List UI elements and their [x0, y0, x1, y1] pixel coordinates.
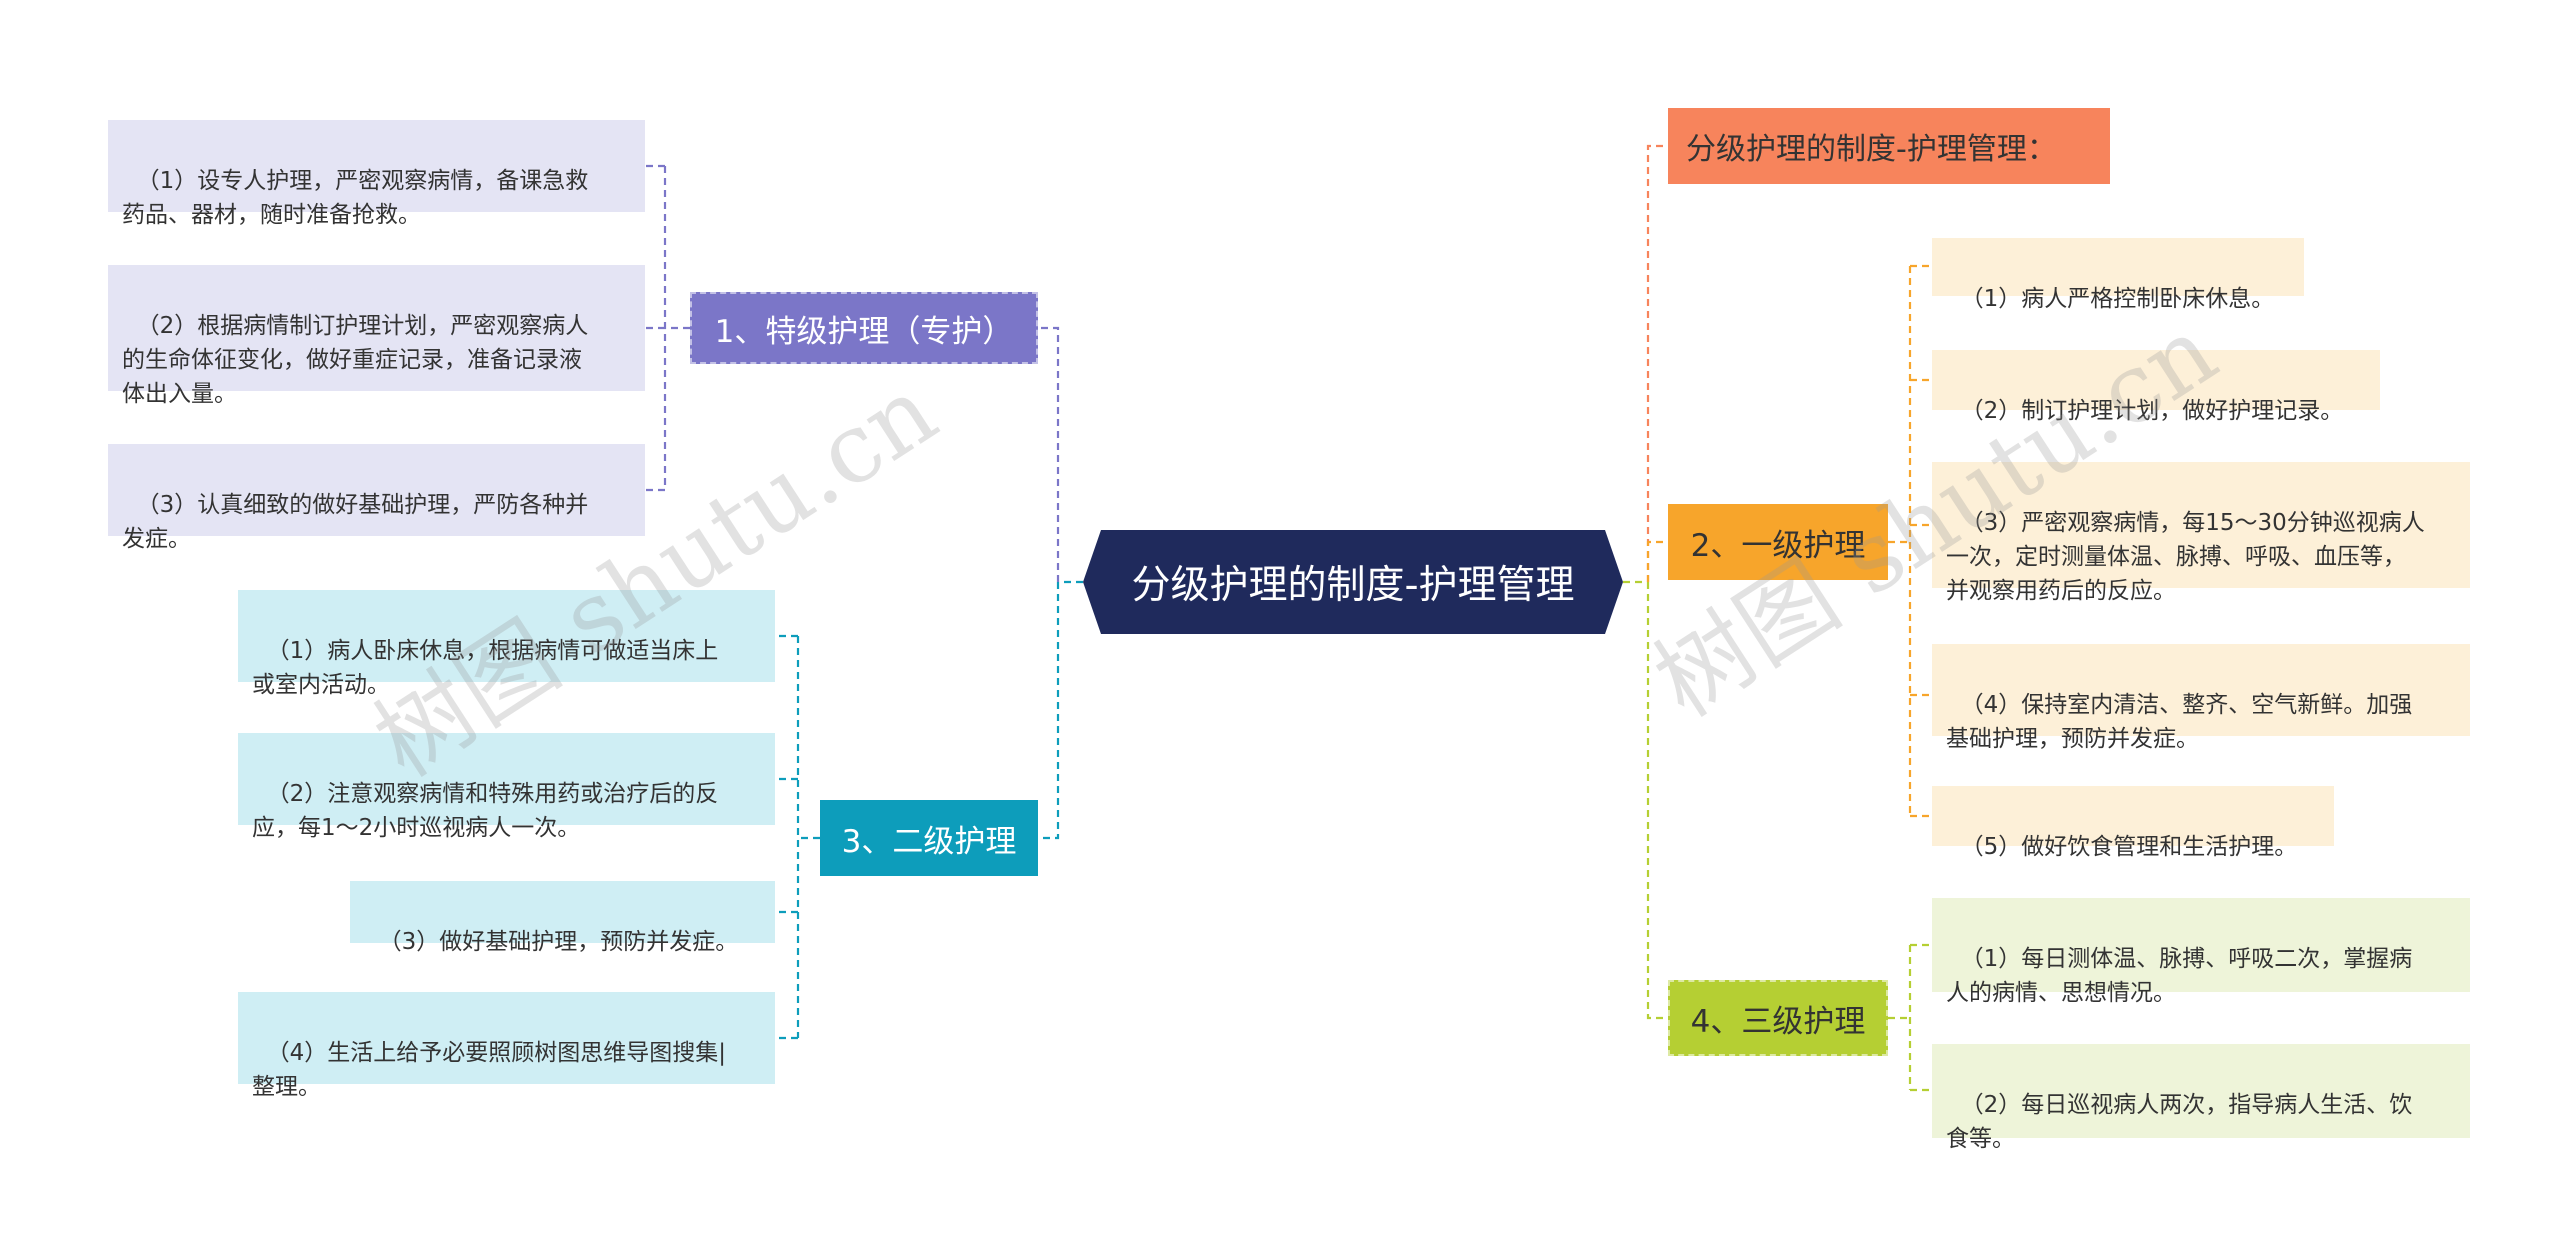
link-trunk-first — [1646, 540, 1668, 582]
branch-second-label: 3、二级护理 — [841, 823, 1017, 860]
leaf-first-2[interactable]: （2）制订护理计划，做好护理记录。 — [1932, 350, 2380, 424]
leaf-second-1[interactable]: （1）病人卧床休息，根据病情可做适当床上 或室内活动。 — [238, 590, 775, 698]
link-third-leaves — [1888, 943, 1932, 1092]
leaf-second-3[interactable]: （3）做好基础护理，预防并发症。 — [350, 881, 775, 955]
branch-special-label: 1、特级护理（专护） — [714, 313, 1014, 350]
leaf-first-1[interactable]: （1）病人严格控制卧床休息。 — [1932, 238, 2304, 312]
leaf-text: （2）制订护理计划，做好护理记录。 — [1960, 398, 2344, 424]
leaf-first-4[interactable]: （4）保持室内清洁、整齐、空气新鲜。加强 基础护理，预防并发症。 — [1932, 644, 2470, 752]
branch-first-label: 2、一级护理 — [1690, 527, 1866, 564]
leaf-special-3[interactable]: （3）认真细致的做好基础护理，严防各种并 发症。 — [108, 444, 645, 552]
leaf-text: （4）保持室内清洁、整齐、空气新鲜。加强 基础护理，预防并发症。 — [1946, 692, 2413, 752]
branch-header[interactable]: 分级护理的制度-护理管理： — [1668, 108, 2110, 184]
leaf-first-3[interactable]: （3）严密观察病情，每15～30分钟巡视病人 一次，定时测量体温、脉搏、呼吸、血… — [1932, 462, 2470, 604]
branch-third-level[interactable]: 4、三级护理 — [1668, 980, 1888, 1056]
leaf-text: （3）严密观察病情，每15～30分钟巡视病人 一次，定时测量体温、脉搏、呼吸、血… — [1946, 510, 2425, 604]
leaf-third-1[interactable]: （1）每日测体温、脉搏、呼吸二次，掌握病 人的病情、思想情况。 — [1932, 898, 2470, 1006]
root-title: 分级护理的制度-护理管理 — [1131, 563, 1575, 608]
link-trunk-header — [1646, 144, 1668, 582]
branch-header-label: 分级护理的制度-护理管理： — [1686, 132, 2057, 167]
branch-special-care[interactable]: 1、特级护理（专护） — [690, 292, 1038, 364]
leaf-second-4[interactable]: （4）生活上给予必要照顾树图思维导图搜集| 整理。 — [238, 992, 775, 1100]
leaf-text: （1）设专人护理，严密观察病情，备课急救 药品、器材，随时准备抢救。 — [122, 168, 589, 228]
leaf-text: （1）每日测体温、脉搏、呼吸二次，掌握病 人的病情、思想情况。 — [1946, 946, 2413, 1006]
branch-first-level[interactable]: 2、一级护理 — [1668, 504, 1888, 580]
branch-second-level[interactable]: 3、二级护理 — [820, 800, 1038, 876]
leaf-special-1[interactable]: （1）设专人护理，严密观察病情，备课急救 药品、器材，随时准备抢救。 — [108, 120, 645, 228]
link-trunk-third — [1646, 582, 1668, 1020]
leaf-text: （1）病人严格控制卧床休息。 — [1960, 286, 2275, 312]
leaf-special-2[interactable]: （2）根据病情制订护理计划，严密观察病人 的生命体征变化，做好重症记录，准备记录… — [108, 265, 645, 407]
leaf-text: （2）根据病情制订护理计划，严密观察病人 的生命体征变化，做好重症记录，准备记录… — [122, 313, 589, 407]
leaf-text: （2）每日巡视病人两次，指导病人生活、饮 食等。 — [1946, 1092, 2413, 1152]
leaf-text: （4）生活上给予必要照顾树图思维导图搜集| 整理。 — [252, 1040, 727, 1100]
leaf-second-2[interactable]: （2）注意观察病情和特殊用药或治疗后的反 应，每1～2小时巡视病人一次。 — [238, 733, 775, 841]
link-special-leaves — [645, 164, 690, 492]
branch-third-label: 4、三级护理 — [1690, 1003, 1866, 1040]
link-second-leaves — [775, 634, 820, 1040]
leaf-text: （2）注意观察病情和特殊用药或治疗后的反 应，每1～2小时巡视病人一次。 — [252, 781, 719, 841]
leaf-text: （3）认真细致的做好基础护理，严防各种并 发症。 — [122, 492, 589, 552]
leaf-text: （3）做好基础护理，预防并发症。 — [378, 929, 739, 955]
leaf-text: （1）病人卧床休息，根据病情可做适当床上 或室内活动。 — [252, 638, 719, 698]
link-trunk-second — [1038, 582, 1060, 840]
leaf-third-2[interactable]: （2）每日巡视病人两次，指导病人生活、饮 食等。 — [1932, 1044, 2470, 1152]
leaf-first-5[interactable]: （5）做好饮食管理和生活护理。 — [1932, 786, 2334, 860]
link-trunk-special — [1038, 326, 1060, 582]
root-node[interactable]: 分级护理的制度-护理管理 — [1083, 530, 1623, 634]
leaf-text: （5）做好饮食管理和生活护理。 — [1960, 834, 2298, 860]
